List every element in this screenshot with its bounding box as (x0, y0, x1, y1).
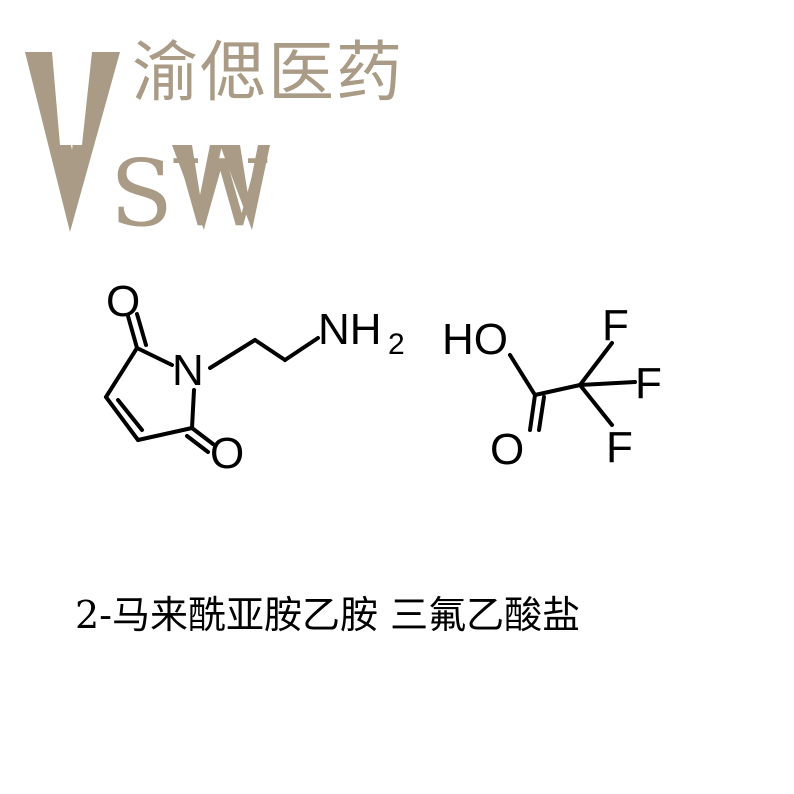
maleimide-ring (104, 312, 215, 454)
compound-name-caption: 2-马来酰亚胺乙胺 三氟乙酸盐 (75, 593, 581, 637)
logo-v-notch (52, 52, 84, 150)
atom-o-acid: O (490, 425, 524, 474)
atom-ho: HO (442, 315, 508, 364)
ethylamine-chain (208, 336, 320, 370)
atom-o-top: O (106, 277, 140, 326)
tfa-skeleton (508, 341, 637, 432)
atom-nh-subscript: 2 (388, 328, 405, 361)
company-logo: SW (25, 52, 270, 240)
logo-w-mark-left (172, 145, 222, 230)
atom-f1: F (602, 301, 629, 350)
atom-n-ring: N (172, 346, 204, 395)
logo-w-mark-right (220, 145, 270, 230)
atom-f2: F (635, 359, 662, 408)
atom-f3: F (606, 423, 633, 472)
logo-v-mark (25, 52, 120, 232)
logo-s-letter: SW (110, 140, 268, 240)
atom-nh: NH (318, 305, 382, 354)
brand-name: 渝偲医药 (132, 34, 404, 111)
atom-o-bottom: O (210, 429, 244, 478)
